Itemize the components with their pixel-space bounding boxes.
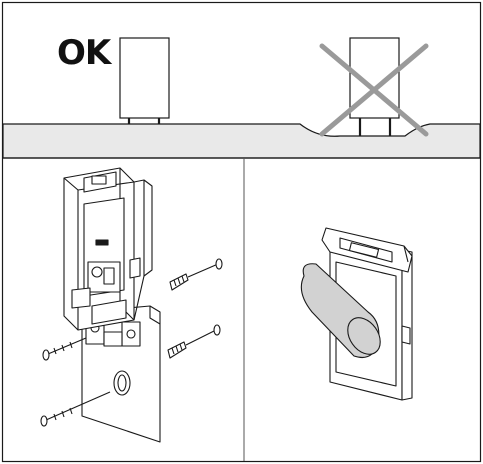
cross-icon — [319, 43, 429, 137]
ok-label: OK — [57, 33, 113, 73]
ground-surface — [2, 123, 481, 159]
screw-bottom — [40, 391, 111, 427]
top-panel: OK — [2, 33, 481, 159]
screw-left — [42, 337, 87, 361]
hand-insert-unit — [300, 227, 413, 401]
screw-anchor-upper — [169, 258, 223, 291]
wall-mount-exploded — [40, 167, 223, 443]
screw-anchor-lower — [167, 324, 221, 359]
unit-level-surface — [119, 37, 170, 124]
